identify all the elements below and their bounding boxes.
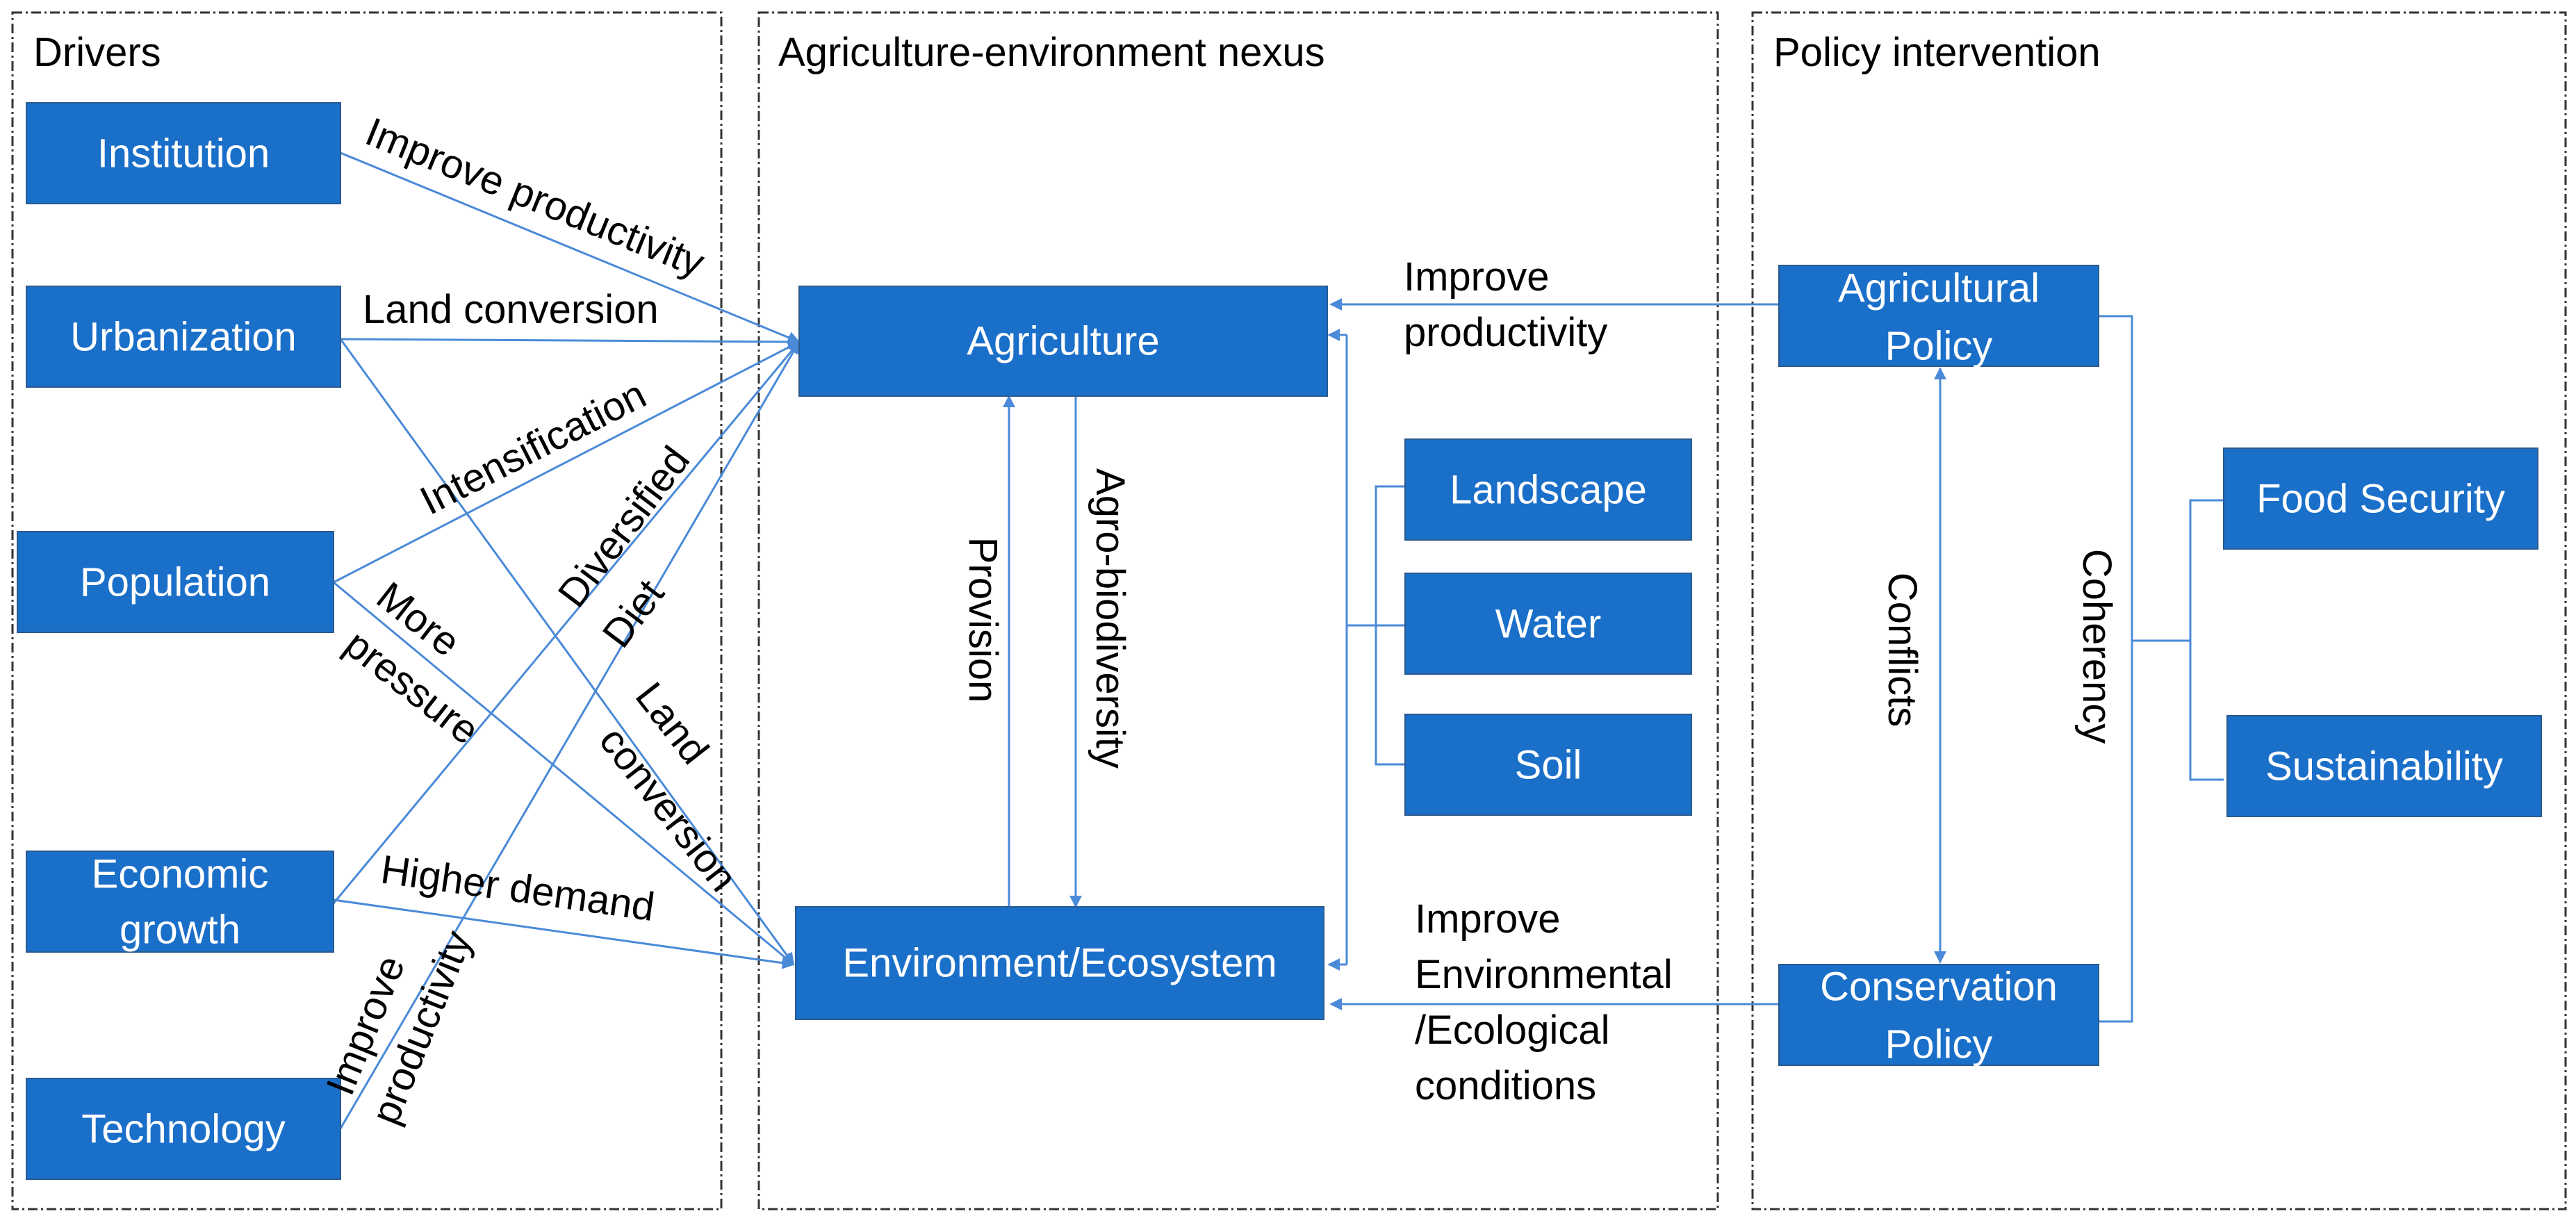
economic-growth-label-line2: growth	[120, 908, 240, 953]
water-label: Water	[1495, 602, 1602, 647]
edge-urbanization-environment	[339, 338, 795, 966]
urbanization-node: Urbanization	[26, 286, 341, 388]
institution-label: Institution	[97, 131, 270, 177]
conservation-policy-label-line1: Conservation	[1820, 965, 2058, 1010]
economic-growth-node: Economic growth	[26, 851, 334, 953]
conservation-policy-node: Conservation Policy	[1778, 964, 2099, 1067]
environment-label: Environment/Ecosystem	[842, 941, 1277, 986]
nexus-panel-title: Agriculture-environment nexus	[778, 30, 1325, 75]
sustainability-label: Sustainability	[2265, 744, 2503, 789]
edge-urbanization-agriculture	[340, 335, 801, 348]
policy-panel	[1751, 11, 2567, 1210]
edge-institution-agriculture	[340, 151, 801, 344]
food-security-label: Food Security	[2256, 477, 2505, 522]
agricultural-policy-label-line1: Agricultural	[1838, 266, 2040, 311]
agriculture-label: Agriculture	[967, 319, 1159, 364]
edge-label-improve-productivity-institution: Improve productivity	[359, 109, 711, 286]
edge-population-agriculture	[333, 340, 801, 584]
edge-label-agro-biodiversity: Agro-biodiversity	[1088, 468, 1133, 769]
edge-label-productivity-policy: productivity	[1404, 310, 1607, 355]
environment-node: Environment/Ecosystem	[795, 906, 1324, 1020]
edge-label-ecological: /Ecological	[1415, 1008, 1609, 1053]
technology-node: Technology	[26, 1078, 341, 1180]
landscape-node: Landscape	[1404, 438, 1692, 541]
soil-node: Soil	[1404, 714, 1692, 816]
edge-population-environment	[333, 581, 795, 966]
edge-label-land-conversion-urbanization: Land conversion	[363, 287, 659, 332]
edge-label-conflicts: Conflicts	[1880, 573, 1925, 727]
edge-technology-agriculture	[339, 340, 801, 1129]
drivers-panel-title: Drivers	[33, 30, 161, 75]
edge-label-improve-policy: Improve	[1404, 254, 1550, 299]
edge-label-conditions: conditions	[1415, 1063, 1596, 1108]
economic-growth-label-line1: Economic	[92, 852, 269, 897]
agriculture-node: Agriculture	[798, 286, 1328, 397]
edge-label-improve-env: Improve	[1415, 896, 1561, 942]
edge-label-coherency: Coherency	[2074, 549, 2119, 744]
agricultural-policy-label-line2: Policy	[1885, 324, 1993, 369]
food-security-node: Food Security	[2223, 448, 2538, 550]
edge-economic-growth-environment	[333, 898, 795, 969]
edge-label-provision: Provision	[960, 537, 1006, 703]
urbanization-label: Urbanization	[70, 315, 297, 360]
conservation-policy-label-line2: Policy	[1885, 1022, 1993, 1067]
bracket-coherency	[2099, 315, 2133, 1023]
edge-economic-growth-agriculture	[332, 340, 801, 904]
water-node: Water	[1404, 573, 1692, 675]
technology-label: Technology	[81, 1107, 285, 1152]
sustainability-node: Sustainability	[2226, 715, 2542, 817]
institution-node: Institution	[26, 102, 341, 204]
bracket-outcomes	[2189, 499, 2224, 781]
population-node: Population	[17, 531, 334, 633]
edge-label-higher-demand: Higher demand	[378, 847, 657, 930]
landscape-label: Landscape	[1450, 468, 1647, 513]
population-label: Population	[80, 560, 270, 605]
nexus-panel	[757, 11, 1719, 1210]
policy-panel-title: Policy intervention	[1773, 30, 2101, 75]
drivers-panel	[11, 11, 723, 1210]
edge-label-environmental: Environmental	[1415, 952, 1673, 997]
soil-label: Soil	[1515, 743, 1582, 788]
agricultural-policy-node: Agricultural Policy	[1778, 265, 2099, 369]
